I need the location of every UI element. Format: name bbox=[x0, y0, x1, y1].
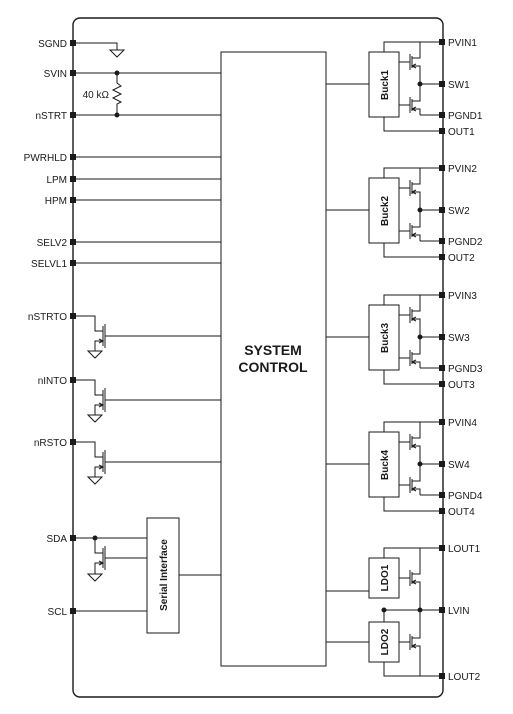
pin-nstrt-label: nSTRT bbox=[36, 111, 68, 122]
buck2-sw-label: SW2 bbox=[448, 206, 470, 217]
resistor-label: 40 kΩ bbox=[83, 90, 110, 101]
pin-lvin-label: LVIN bbox=[448, 606, 470, 617]
pin-pwrhld-label: PWRHLD bbox=[24, 153, 67, 164]
buck1-label: Buck1 bbox=[380, 70, 391, 100]
buck2-label: Buck2 bbox=[380, 196, 391, 226]
serial-interface-label: Serial Interface bbox=[159, 539, 170, 611]
system-control-label-1: SYSTEM bbox=[244, 342, 302, 358]
pin-lpm: LPM bbox=[46, 175, 221, 186]
ldo2-label: LDO2 bbox=[380, 628, 391, 655]
buck2-pgnd-label: PGND2 bbox=[448, 237, 483, 248]
buck3-pvin-label: PVIN3 bbox=[448, 291, 477, 302]
buck1: Buck1 PVIN1 SW1 PGND1 OUT1 bbox=[326, 38, 483, 138]
pin-hpm: HPM bbox=[45, 196, 221, 207]
pin-nstrt: nSTRT bbox=[36, 111, 221, 122]
ldo2: LDO2 LOUT2 bbox=[326, 610, 481, 683]
pin-scl: SCL bbox=[48, 607, 147, 618]
buck3: Buck3 PVIN3 SW3 PGND3 OUT3 bbox=[326, 291, 483, 391]
ldo2-pin-label: LOUT2 bbox=[448, 672, 481, 683]
buck3-label: Buck3 bbox=[380, 323, 391, 353]
buck4-pgnd-label: PGND4 bbox=[448, 491, 483, 502]
buck4-out-label: OUT4 bbox=[448, 507, 475, 518]
pin-sda-label: SDA bbox=[46, 534, 67, 545]
buck4-label: Buck4 bbox=[380, 450, 391, 480]
pin-hpm-label: HPM bbox=[45, 196, 67, 207]
serial-interface-block: Serial Interface bbox=[146, 517, 221, 634]
system-control-label-2: CONTROL bbox=[238, 359, 308, 375]
pin-scl-label: SCL bbox=[48, 607, 68, 618]
pin-lvin: LVIN bbox=[381, 606, 470, 617]
pin-nstrto-label: nSTRTO bbox=[28, 312, 67, 323]
pin-selv2: SELV2 bbox=[37, 238, 221, 249]
pin-sda: SDA bbox=[46, 534, 147, 582]
pin-selvl1-label: SELVL1 bbox=[31, 259, 67, 270]
pin-nstrto: nSTRTO bbox=[28, 312, 221, 359]
pin-nrsto: nRSTO bbox=[34, 438, 221, 485]
pin-selvl1: SELVL1 bbox=[31, 259, 221, 270]
buck1-pvin-label: PVIN1 bbox=[448, 38, 477, 49]
pin-sgnd: SGND bbox=[38, 39, 126, 58]
pin-nrsto-label: nRSTO bbox=[34, 438, 67, 449]
resistor-40k: 40 kΩ bbox=[83, 73, 123, 115]
pin-svin-label: SVIN bbox=[44, 69, 67, 80]
pin-lpm-label: LPM bbox=[46, 175, 67, 186]
pin-selv2-label: SELV2 bbox=[37, 238, 68, 249]
buck2: Buck2 PVIN2 SW2 PGND2 OUT2 bbox=[326, 164, 483, 264]
system-control-block bbox=[220, 51, 327, 667]
buck2-pvin-label: PVIN2 bbox=[448, 164, 477, 175]
buck4: Buck4 PVIN4 SW4 PGND4 OUT4 bbox=[326, 418, 483, 518]
ldo1-label: LDO1 bbox=[380, 564, 391, 591]
pin-svin: SVIN bbox=[44, 69, 221, 80]
ldo1-pin-label: LOUT1 bbox=[448, 544, 481, 555]
pin-ninto-label: nINTO bbox=[38, 376, 67, 387]
pin-ninto: nINTO bbox=[38, 376, 221, 423]
buck3-out-label: OUT3 bbox=[448, 380, 475, 391]
pin-sgnd-label: SGND bbox=[38, 39, 67, 50]
buck3-pgnd-label: PGND3 bbox=[448, 364, 483, 375]
buck2-out-label: OUT2 bbox=[448, 253, 475, 264]
buck3-sw-label: SW3 bbox=[448, 333, 470, 344]
buck1-pgnd-label: PGND1 bbox=[448, 111, 483, 122]
buck1-out-label: OUT1 bbox=[448, 127, 475, 138]
buck4-sw-label: SW4 bbox=[448, 460, 470, 471]
buck1-sw-label: SW1 bbox=[448, 80, 470, 91]
buck4-pvin-label: PVIN4 bbox=[448, 418, 477, 429]
chip-outline bbox=[72, 17, 444, 698]
pin-pwrhld: PWRHLD bbox=[24, 153, 221, 164]
ldo1: LDO1 LOUT1 bbox=[326, 544, 481, 610]
